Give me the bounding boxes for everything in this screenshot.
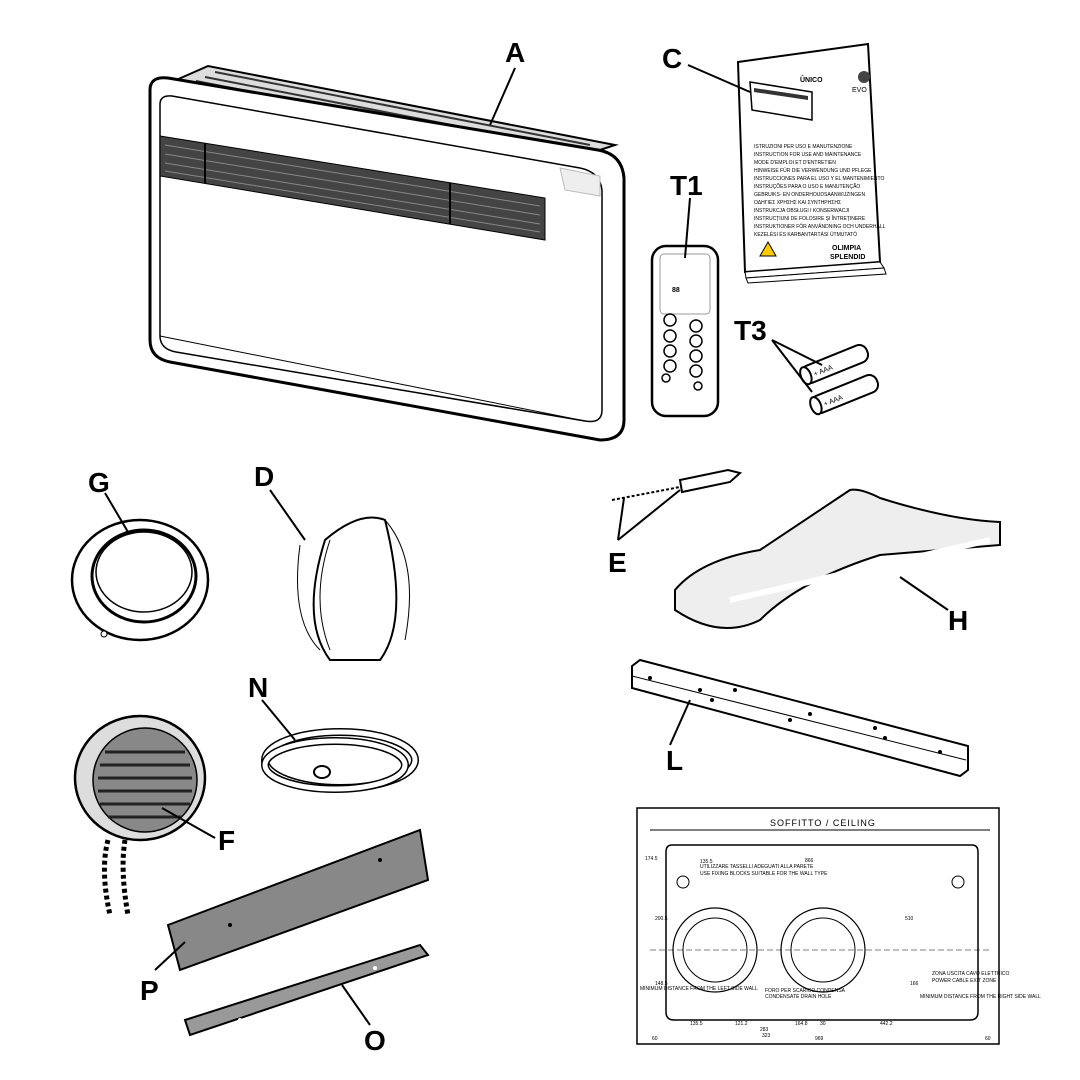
label-t3: T3 bbox=[734, 315, 767, 346]
dim-969: 969 bbox=[815, 1036, 824, 1042]
dim-135: 135.5 bbox=[690, 1021, 703, 1027]
remote-display: 88 bbox=[672, 287, 680, 294]
dim-121: 121.2 bbox=[735, 1021, 748, 1027]
template-left-side: MINIMUM DISTANCE FROM THE LEFT SIDE WALL bbox=[640, 986, 758, 992]
label-f: F bbox=[218, 825, 235, 856]
dim-166: 166 bbox=[910, 981, 919, 987]
dim-width: 866 bbox=[805, 858, 814, 864]
manual-maker-line2: SPLENDID bbox=[830, 254, 865, 261]
instruction-manual: ÛNICO EVO ISTRUZIONI PER USO E MANUTENZI… bbox=[736, 42, 887, 284]
indoor-unit bbox=[148, 64, 626, 442]
label-e: E bbox=[608, 547, 627, 578]
dim-442: 442.2 bbox=[880, 1021, 893, 1027]
remote-control: 88 bbox=[650, 244, 720, 418]
label-l: L bbox=[666, 745, 683, 776]
split-ring bbox=[297, 516, 410, 661]
manual-language-line: GEBRUIKS- EN ONDERHOUDSAANWIJZINGEN bbox=[754, 192, 866, 198]
manual-language-line: INSTRUCȚIUNI DE FOLOSIRE ȘI ÎNTREȚINERE bbox=[754, 215, 866, 222]
manual-language-list: ISTRUZIONI PER USO E MANUTENZIONE INSTRUC… bbox=[754, 144, 886, 238]
manual-language-line: INSTRUÇÕES PARA O USO E MANUTENÇÃO bbox=[754, 183, 860, 190]
external-grille bbox=[73, 714, 207, 916]
label-g: G bbox=[88, 467, 110, 498]
dim-200: 200.5 bbox=[655, 916, 668, 922]
drain-tube bbox=[261, 728, 419, 793]
dim-30: 30 bbox=[820, 1021, 826, 1027]
dim-510: 510 bbox=[905, 916, 914, 922]
dim-60a: 60 bbox=[652, 1036, 658, 1042]
adhesive-strip-o bbox=[183, 943, 430, 1037]
label-o: O bbox=[364, 1025, 386, 1056]
template-hole-label: FORO PER SCARICO CONDENSA bbox=[765, 988, 846, 994]
screws-and-plugs bbox=[611, 468, 743, 501]
template-power-label2: POWER CABLE EXIT ZONE bbox=[932, 978, 997, 984]
dim-left: 135.5 bbox=[700, 859, 713, 865]
adhesive-strip-p bbox=[166, 828, 430, 972]
template-power-label1: ZONA USCITA CAVO ELETTRICO bbox=[932, 971, 1009, 977]
template-warning-line2: USE FIXING BLOCKS SUITABLE FOR THE WALL … bbox=[700, 871, 828, 877]
manual-language-line: INSTRUCTION FOR USE AND MAINTENANCE bbox=[754, 152, 862, 158]
drilling-template: SOFFITTO / CEILING UTILIZZARE TASSELLI A… bbox=[636, 807, 1041, 1045]
template-header: SOFFITTO / CEILING bbox=[770, 818, 876, 828]
manual-language-line: INSTRUCCIONES PARA EL USO Y EL MANTENIMI… bbox=[754, 176, 885, 182]
dim-148: 148.5 bbox=[655, 981, 668, 987]
manual-language-line: INSTRUKTIONER FÖR ANVÄNDNING OCH UNDERHÅ… bbox=[754, 223, 886, 230]
dim-174: 174.5 bbox=[645, 856, 658, 862]
dim-164: 164.8 bbox=[795, 1021, 808, 1027]
dim-283: 283 bbox=[760, 1027, 769, 1033]
manual-maker-line1: OLIMPIA bbox=[832, 245, 861, 252]
dim-60b: 60 bbox=[985, 1036, 991, 1042]
manual-language-line: INSTRUKCJA OBSŁUGI I KONSERWACJI bbox=[754, 208, 849, 214]
callout-leaders bbox=[104, 64, 949, 1026]
insulating-sheet bbox=[674, 488, 1001, 629]
manual-brand: ÛNICO bbox=[800, 75, 823, 84]
template-hole-label2: CONDENSATE DRAIN HOLE bbox=[765, 994, 832, 1000]
label-d: D bbox=[254, 461, 274, 492]
label-n: N bbox=[248, 672, 268, 703]
template-warning-line1: UTILIZZARE TASSELLI ADEGUATI ALLA PARETE bbox=[700, 864, 814, 870]
manual-language-line: HINWEISE FÜR DIE VERWENDUNG UND PFLEGE bbox=[754, 167, 872, 174]
manual-language-line: KEZELÉSI ÉS KARBANTARTÁSI ÚTMUTATÓ bbox=[754, 231, 857, 238]
manual-model: EVO bbox=[852, 87, 867, 94]
manual-language-line: ΟΔΗΓΙΕΣ ΧΡΗΣΗΣ ΚΑΙ ΣΥΝΤΗΡΗΣΗΣ bbox=[754, 200, 841, 206]
dim-323: 323 bbox=[762, 1033, 771, 1039]
template-right-side: MINIMUM DISTANCE FROM THE RIGHT SIDE WAL… bbox=[920, 994, 1041, 1000]
label-h: H bbox=[948, 605, 968, 636]
batteries: + AAA + AAA bbox=[799, 344, 880, 416]
manual-language-line: MODE D'EMPLOI ET D'ENTRETIEN bbox=[754, 160, 836, 166]
label-p: P bbox=[140, 975, 159, 1006]
mounting-bracket bbox=[631, 658, 969, 778]
manual-language-line: ISTRUZIONI PER USO E MANUTENZIONE bbox=[754, 144, 853, 150]
remote-buttons bbox=[661, 313, 703, 391]
label-a: A bbox=[505, 37, 525, 68]
label-t1: T1 bbox=[670, 170, 703, 201]
wall-flange-ring bbox=[70, 518, 210, 642]
label-c: C bbox=[662, 43, 682, 74]
